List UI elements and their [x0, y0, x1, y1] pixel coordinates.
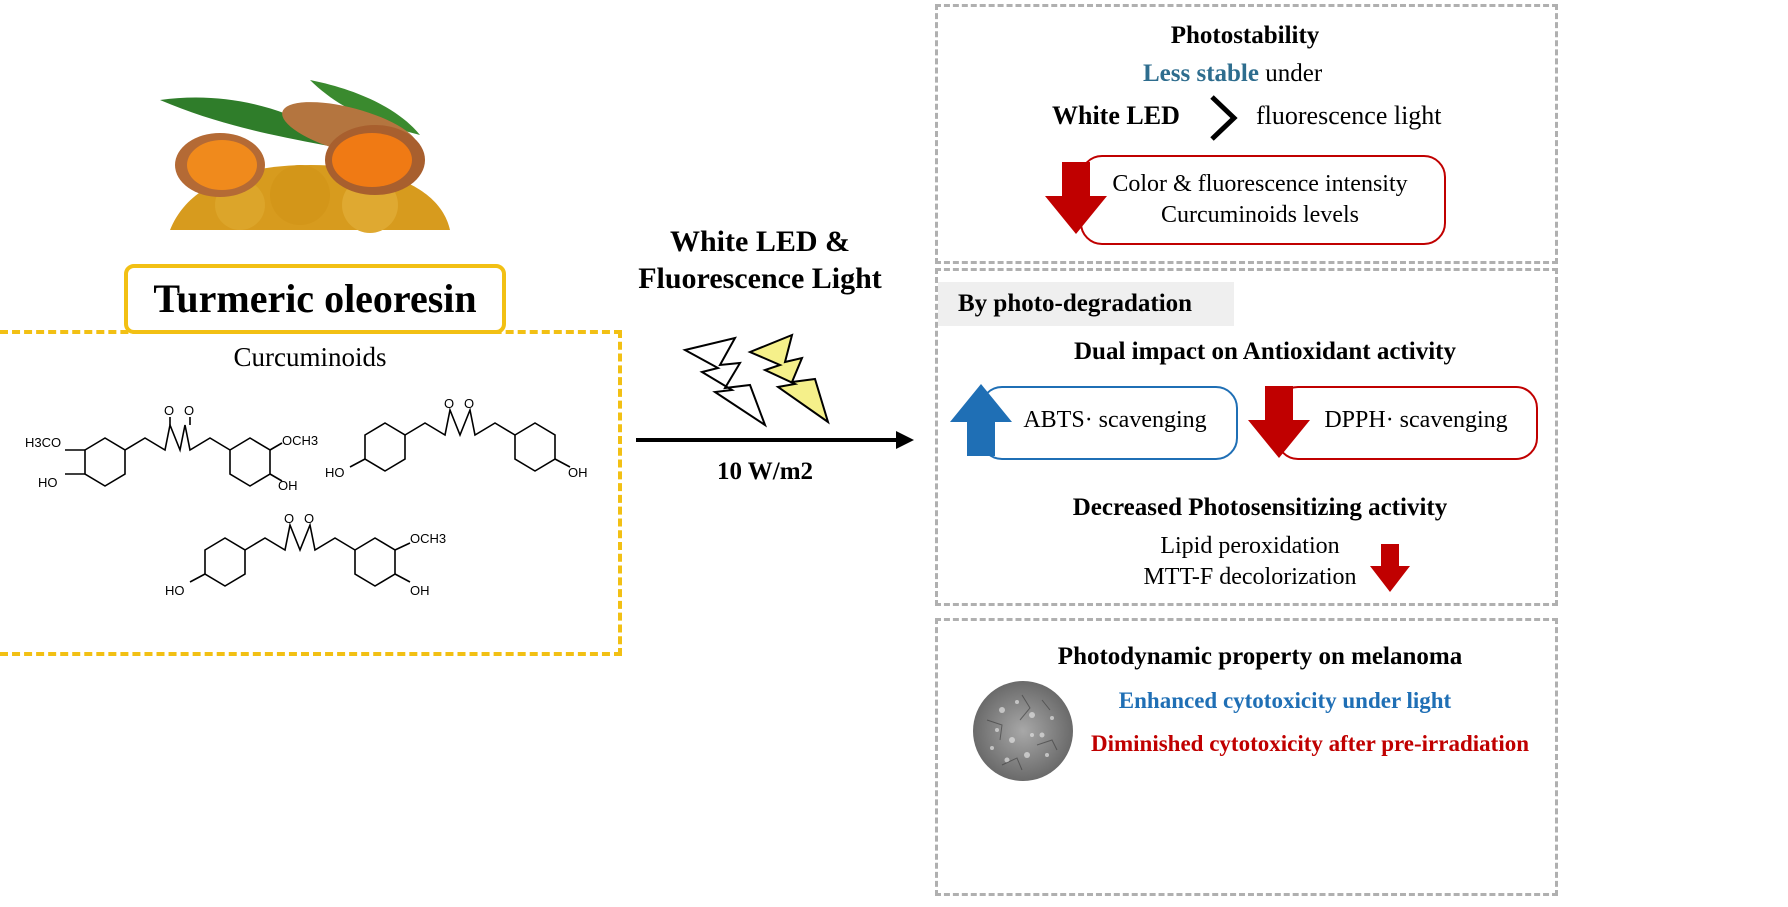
intensity-label: 10 W/m2 — [716, 458, 814, 485]
degradation-tag: By photo-degradation — [938, 282, 1234, 326]
lipid-label: Lipid peroxidation — [1160, 533, 1340, 559]
product-title-box: Turmeric oleoresin — [124, 264, 506, 334]
product-title: Turmeric oleoresin — [153, 276, 477, 321]
photostability-title: Photostability — [1170, 22, 1320, 49]
hydroxy-label: HO — [325, 465, 345, 480]
oxygen-label: O — [284, 511, 294, 526]
under-text: under — [1265, 60, 1323, 87]
oxygen-label: O — [164, 403, 174, 418]
turmeric-image — [160, 80, 450, 233]
abts-label: ABTS· scavenging — [1023, 407, 1207, 433]
enhanced-text: Enhanced cytotoxicity under light — [1118, 688, 1452, 713]
greater-than-icon — [1210, 95, 1238, 141]
diminished-text: Diminished cytotoxicity after pre-irradi… — [1091, 731, 1529, 756]
lightning-icon — [682, 333, 830, 428]
condition-line-2: Fluorescence Light — [638, 262, 882, 295]
photostability-effect-box — [1080, 155, 1446, 245]
methoxy-label: H3CO — [25, 435, 61, 450]
melanoma-panel — [935, 618, 1558, 896]
oxygen-label: O — [304, 511, 314, 526]
oxygen-label: O — [184, 403, 194, 418]
antioxidant-title: Dual impact on Antioxidant activity — [1074, 338, 1456, 365]
condition-line-1: White LED & — [670, 225, 850, 258]
methoxy-label: OCH3 — [282, 433, 318, 448]
degradation-panel — [935, 268, 1558, 606]
fluorescence-light-label: fluorescence light — [1256, 101, 1442, 130]
oxygen-label: O — [444, 396, 454, 411]
photosensitizing-title: Decreased Photosensitizing activity — [1072, 494, 1448, 521]
white-led-label: White LED — [1052, 101, 1180, 130]
hydroxy-label: OH — [410, 583, 430, 598]
decrease-arrow-icon — [1248, 386, 1310, 458]
mtt-label: MTT-F decolorization — [1143, 564, 1357, 590]
dpph-box — [1276, 386, 1538, 460]
chemical-structures: H3CO HO OCH3 OH O O HO OH O O HO OCH3 OH… — [25, 396, 588, 598]
melanoma-cell-image — [973, 681, 1073, 781]
effect-line-2: Curcuminoids levels — [1161, 202, 1359, 228]
less-stable-text: Less stable — [1143, 60, 1259, 87]
effect-line-1: Color & fluorescence intensity — [1112, 171, 1408, 197]
decrease-arrow-icon — [1370, 544, 1410, 592]
melanoma-title: Photodynamic property on melanoma — [1057, 643, 1463, 670]
less-stable-line: Less stable under — [1143, 60, 1322, 88]
decrease-arrow-icon — [1045, 162, 1107, 234]
curcuminoids-box — [0, 330, 622, 656]
hydroxy-label: OH — [278, 478, 298, 493]
dpph-label: DPPH· scavenging — [1324, 407, 1508, 433]
process-arrow — [636, 431, 914, 449]
hydroxy-label: OH — [568, 465, 588, 480]
oxygen-label: O — [464, 396, 474, 411]
curcuminoids-label: Curcuminoids — [233, 342, 387, 372]
hydroxy-label: HO — [38, 475, 58, 490]
methoxy-label: OCH3 — [410, 531, 446, 546]
hydroxy-label: HO — [165, 583, 185, 598]
increase-arrow-icon — [950, 384, 1012, 456]
photostability-panel — [935, 4, 1558, 264]
